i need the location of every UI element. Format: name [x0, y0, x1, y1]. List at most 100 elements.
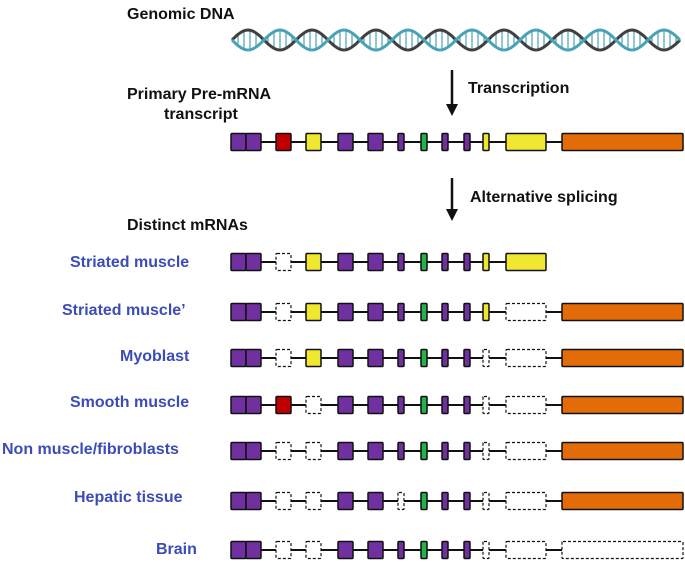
exon-e3	[275, 132, 292, 152]
exon-e11	[482, 302, 490, 322]
exon-e4	[305, 302, 322, 322]
exon-e5	[337, 441, 354, 461]
exon-e5	[337, 540, 354, 560]
transcription-arrow	[446, 70, 458, 116]
exon-e7	[397, 302, 405, 322]
exon-e10	[463, 302, 471, 322]
exon-e2	[245, 348, 262, 368]
exon-e7	[397, 491, 405, 511]
exon-e3	[275, 441, 292, 461]
exon-e9	[441, 395, 449, 415]
exon-e13	[561, 491, 684, 511]
exon-e9	[441, 540, 449, 560]
exon-e13	[561, 540, 684, 560]
exon-e11	[482, 395, 490, 415]
exon-e5	[337, 252, 354, 272]
exon-e1	[230, 441, 247, 461]
exon-e12	[505, 441, 547, 461]
pre-mrna-transcript	[230, 132, 684, 152]
dna-strand-b	[230, 28, 682, 52]
exon-e6	[367, 302, 384, 322]
exon-e11	[482, 491, 490, 511]
exon-e1	[230, 348, 247, 368]
exon-e4	[305, 540, 322, 560]
exon-e10	[463, 348, 471, 368]
exon-e10	[463, 132, 471, 152]
exon-e10	[463, 252, 471, 272]
mrna-row-4	[230, 441, 684, 461]
exon-e12	[505, 252, 547, 272]
mrna-row-5	[230, 491, 684, 511]
exon-e7	[397, 348, 405, 368]
exon-e13	[561, 348, 684, 368]
exon-e9	[441, 348, 449, 368]
exon-e8	[420, 395, 428, 415]
tissue-label-striated-muscle-prime: Striated muscle’	[62, 302, 186, 319]
exon-e4	[305, 395, 322, 415]
exon-e12	[505, 395, 547, 415]
exon-e9	[441, 302, 449, 322]
exon-e6	[367, 348, 384, 368]
pre-mrna-label-line1: Primary Pre-mRNA	[127, 86, 272, 103]
tissue-label-non-muscle-fibroblasts: Non muscle/fibroblasts	[2, 441, 179, 458]
exon-e13	[561, 302, 684, 322]
exon-e8	[420, 348, 428, 368]
mrna-row-1	[230, 302, 684, 322]
exon-e5	[337, 491, 354, 511]
exon-e11	[482, 441, 490, 461]
exon-e13	[561, 441, 684, 461]
exon-e5	[337, 348, 354, 368]
exon-e1	[230, 132, 247, 152]
exon-e2	[245, 252, 262, 272]
distinct-mrnas-label: Distinct mRNAs	[127, 217, 248, 234]
exon-e11	[482, 132, 490, 152]
mrna-row-2	[230, 348, 684, 368]
exon-e8	[420, 252, 428, 272]
alternative-splicing-label: Alternative splicing	[470, 189, 618, 206]
exon-e3	[275, 395, 292, 415]
exon-e5	[337, 302, 354, 322]
pre-mrna-label-line2: transcript	[164, 106, 238, 123]
exon-e6	[367, 491, 384, 511]
exon-e2	[245, 132, 262, 152]
tissue-label-brain: Brain	[156, 541, 197, 558]
mrna-row-3	[230, 395, 684, 415]
exon-e1	[230, 395, 247, 415]
exon-e1	[230, 491, 247, 511]
mrna-row-6	[230, 540, 684, 560]
exon-e3	[275, 348, 292, 368]
exon-e9	[441, 252, 449, 272]
exon-e8	[420, 302, 428, 322]
genomic-dna-label: Genomic DNA	[127, 6, 235, 23]
exon-e10	[463, 540, 471, 560]
exon-e5	[337, 395, 354, 415]
exon-e1	[230, 540, 247, 560]
tissue-label-smooth-muscle: Smooth muscle	[70, 394, 190, 411]
exon-e3	[275, 302, 292, 322]
exon-e7	[397, 540, 405, 560]
exon-e4	[305, 132, 322, 152]
transcription-label: Transcription	[468, 80, 570, 97]
exon-e12	[505, 348, 547, 368]
exon-e8	[420, 491, 428, 511]
exon-e3	[275, 540, 292, 560]
exon-e10	[463, 395, 471, 415]
splicing-arrow	[446, 178, 458, 221]
exon-e9	[441, 491, 449, 511]
exon-e1	[230, 252, 247, 272]
exon-e2	[245, 491, 262, 511]
exon-e4	[305, 348, 322, 368]
dna-helix-icon	[230, 28, 682, 52]
exon-e3	[275, 252, 292, 272]
exon-e11	[482, 540, 490, 560]
exon-e12	[505, 491, 547, 511]
exon-e12	[505, 302, 547, 322]
exon-e6	[367, 132, 384, 152]
exon-e7	[397, 132, 405, 152]
exon-e2	[245, 302, 262, 322]
exon-e12	[505, 132, 547, 152]
exon-e4	[305, 441, 322, 461]
exon-e12	[505, 540, 547, 560]
exon-e7	[397, 441, 405, 461]
exon-e9	[441, 441, 449, 461]
